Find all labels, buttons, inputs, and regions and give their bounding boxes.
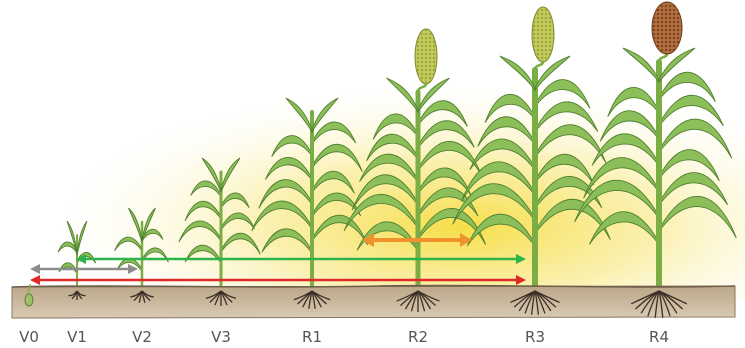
mature-seed-head <box>652 2 682 54</box>
stage-label-v2: V2 <box>122 328 162 346</box>
seed-head <box>415 29 437 84</box>
stage-label-r2: R2 <box>398 328 438 346</box>
stage-label-r4: R4 <box>639 328 679 346</box>
stage-label-v3: V3 <box>201 328 241 346</box>
stage-label-v1: V1 <box>57 328 97 346</box>
seed-head <box>532 7 554 62</box>
soil-band <box>12 286 735 318</box>
stage-label-r3: R3 <box>515 328 555 346</box>
stage-label-v0: V0 <box>9 328 49 346</box>
stage-label-r1: R1 <box>292 328 332 346</box>
